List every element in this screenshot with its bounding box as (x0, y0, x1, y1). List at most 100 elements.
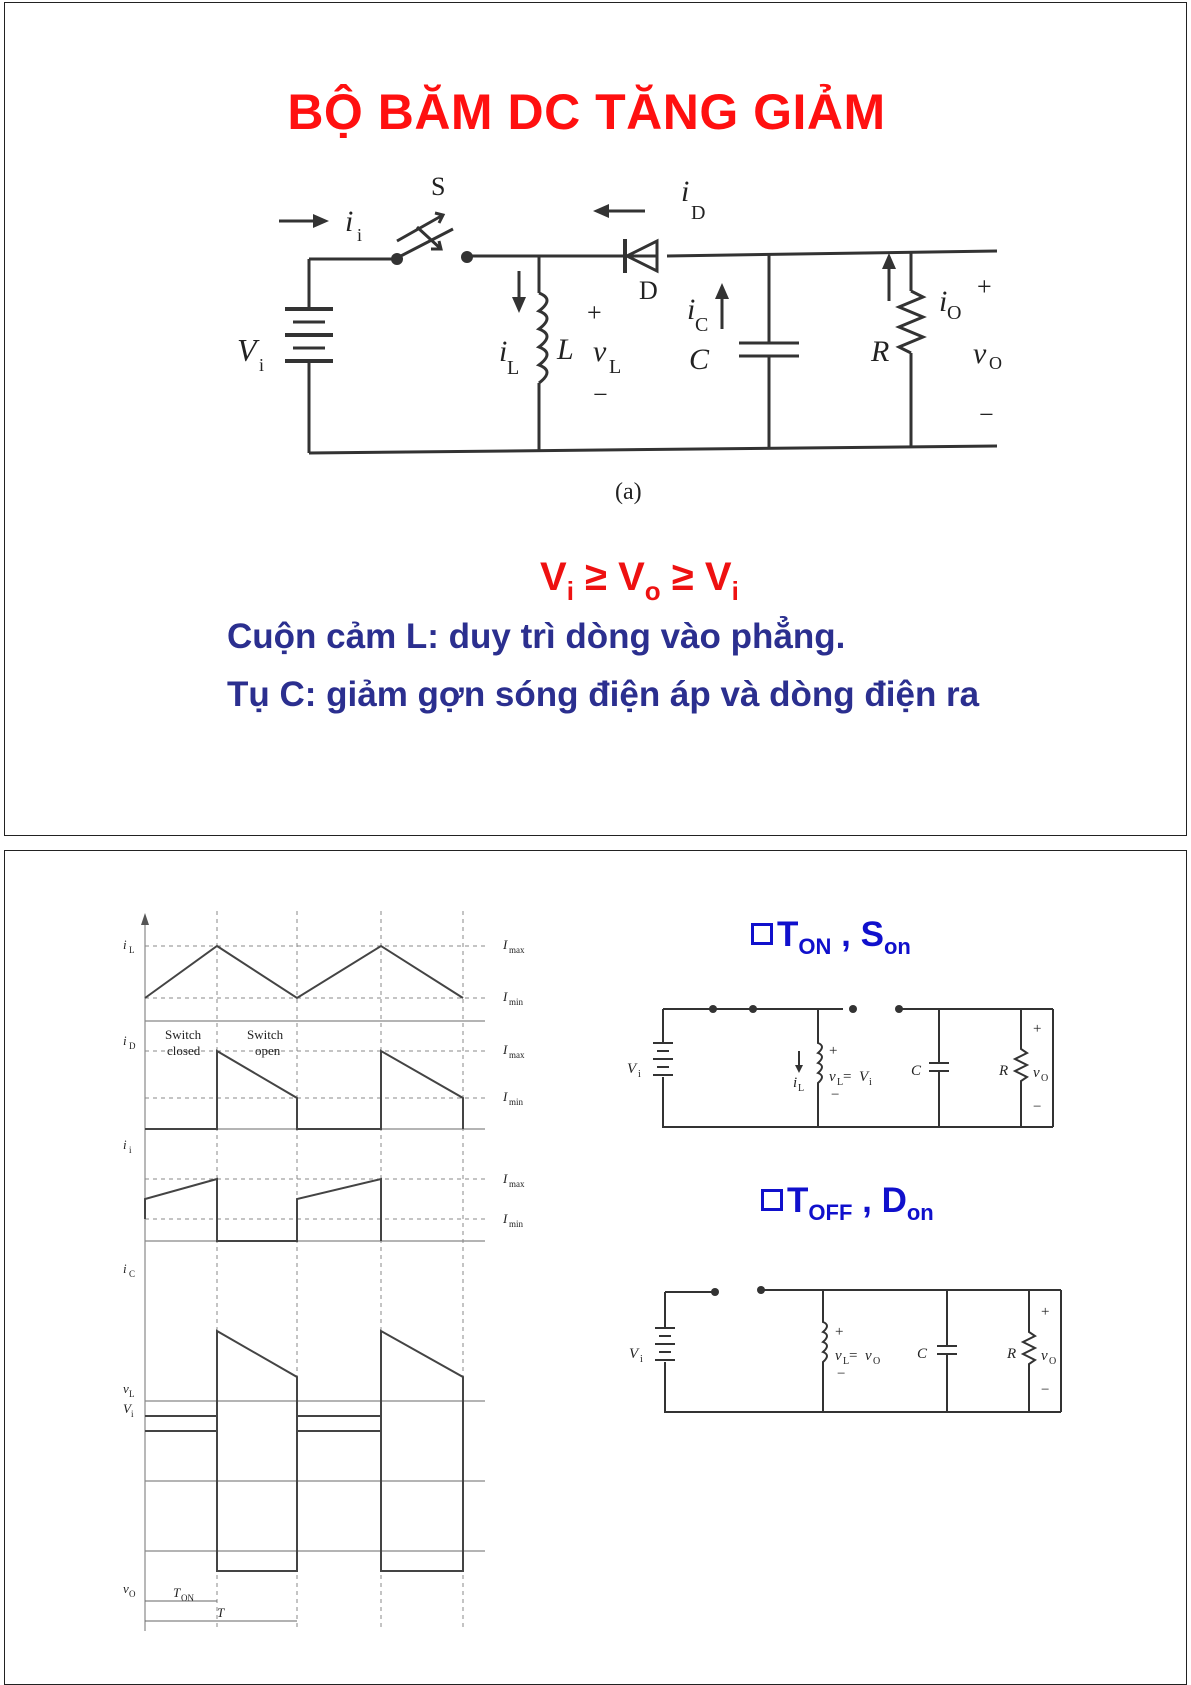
svg-text:+: + (587, 298, 602, 327)
svg-text:i: i (793, 1075, 797, 1091)
svg-text:L: L (129, 945, 135, 955)
svg-text:I: I (502, 1089, 508, 1104)
svg-text:v: v (123, 1381, 129, 1396)
checkbox-bullet-icon (751, 923, 773, 945)
svg-text:L: L (837, 1077, 843, 1088)
svg-text:D: D (129, 1041, 136, 1051)
svg-text:Switch: Switch (165, 1027, 202, 1042)
svg-text:v: v (123, 1581, 129, 1596)
svg-text:v: v (865, 1348, 872, 1364)
svg-text:C: C (689, 343, 710, 376)
svg-text:open: open (255, 1043, 281, 1058)
svg-text:Switch: Switch (247, 1027, 284, 1042)
svg-text:i: i (123, 1261, 127, 1276)
switch-off-circuit: V i + v L = v O − C R v O + − (629, 1286, 1062, 1413)
svg-text:−: − (1033, 1099, 1041, 1115)
slide-2: i L i D i i i C v L V i v O I max I min … (4, 850, 1187, 1685)
svg-text:O: O (947, 302, 961, 324)
svg-text:I: I (502, 989, 508, 1004)
switch-on-circuit: V i i L + v L = V i − C R v O + − (627, 1005, 1054, 1128)
svg-text:i: i (687, 293, 695, 326)
switch-label: S (431, 172, 445, 201)
svg-text:v: v (593, 335, 607, 368)
svg-text:i: i (131, 1409, 134, 1419)
svg-text:T: T (217, 1605, 225, 1620)
svg-text:L: L (556, 333, 574, 366)
svg-text:C: C (129, 1269, 135, 1279)
svg-text:O: O (873, 1356, 880, 1367)
svg-text:=: = (849, 1348, 857, 1364)
svg-text:closed: closed (167, 1043, 201, 1058)
svg-text:I: I (502, 1042, 508, 1057)
circuit-caption: (a) (615, 479, 642, 505)
svg-text:O: O (1041, 1073, 1048, 1084)
svg-text:V: V (629, 1346, 640, 1362)
svg-text:−: − (593, 380, 608, 409)
svg-text:min: min (509, 997, 524, 1007)
svg-text:v: v (1041, 1348, 1048, 1364)
svg-text:i: i (123, 937, 127, 952)
svg-text:−: − (837, 1366, 845, 1382)
ton-heading: TON , Son (751, 915, 911, 960)
svg-text:C: C (695, 314, 708, 336)
svg-text:i: i (640, 1354, 643, 1365)
svg-text:i: i (869, 1077, 872, 1088)
svg-text:v: v (1033, 1065, 1040, 1081)
svg-text:min: min (509, 1219, 524, 1229)
capacitor-note: Tụ C: giảm gợn sóng điện áp và dòng điện… (227, 675, 980, 714)
toff-heading: TOFF , Don (761, 1181, 934, 1226)
voltage-condition: Vi ≥ Vo ≥ Vi (540, 555, 739, 606)
svg-text:L: L (129, 1389, 135, 1399)
svg-text:v: v (835, 1348, 842, 1364)
svg-text:+: + (1033, 1021, 1041, 1037)
svg-text:R: R (998, 1063, 1008, 1079)
svg-text:max: max (509, 1050, 525, 1060)
svg-text:−: − (1041, 1382, 1049, 1398)
svg-text:O: O (989, 353, 1002, 373)
svg-text:L: L (609, 356, 621, 378)
svg-text:I: I (502, 937, 508, 952)
svg-text:L: L (843, 1356, 849, 1367)
svg-text:v: v (973, 337, 987, 370)
svg-text:i: i (681, 175, 689, 208)
svg-text:R: R (1006, 1346, 1016, 1362)
svg-text:i: i (259, 355, 264, 375)
svg-text:max: max (509, 1179, 525, 1189)
svg-text:min: min (509, 1097, 524, 1107)
checkbox-bullet-icon (761, 1189, 783, 1211)
svg-text:V: V (627, 1061, 638, 1077)
svg-text:R: R (870, 335, 889, 368)
waveform-diagram: i L i D i i i C v L V i v O I max I min … (123, 911, 525, 1631)
svg-text:V: V (123, 1401, 133, 1416)
svg-text:v: v (829, 1069, 836, 1085)
svg-text:I: I (502, 1171, 508, 1186)
svg-text:O: O (129, 1589, 136, 1599)
svg-text:=: = (843, 1069, 851, 1085)
svg-text:D: D (639, 276, 658, 305)
svg-text:ON: ON (181, 1593, 194, 1603)
svg-text:max: max (509, 945, 525, 955)
svg-text:O: O (1049, 1356, 1056, 1367)
svg-text:−: − (979, 400, 994, 429)
svg-text:I: I (502, 1211, 508, 1226)
svg-text:−: − (831, 1087, 839, 1103)
slide-1: BỘ BĂM DC TĂNG GIẢM (4, 2, 1187, 836)
inductor-note: Cuộn cảm L: duy trì dòng vào phẳng. (227, 617, 846, 656)
svg-text:i: i (123, 1137, 127, 1152)
svg-text:L: L (798, 1083, 804, 1094)
svg-text:+: + (977, 272, 992, 301)
svg-text:D: D (691, 202, 705, 224)
svg-text:T: T (173, 1585, 181, 1600)
svg-text:V: V (237, 332, 260, 368)
svg-text:V: V (859, 1069, 870, 1085)
svg-text:+: + (835, 1324, 843, 1340)
svg-text:C: C (917, 1346, 928, 1362)
svg-text:i: i (129, 1145, 132, 1155)
svg-text:i: i (357, 225, 362, 245)
svg-text:i: i (939, 285, 947, 318)
svg-text:i: i (638, 1069, 641, 1080)
svg-text:i: i (499, 335, 507, 368)
svg-text:i: i (345, 205, 353, 238)
svg-text:i: i (123, 1033, 127, 1048)
svg-text:L: L (507, 357, 519, 379)
